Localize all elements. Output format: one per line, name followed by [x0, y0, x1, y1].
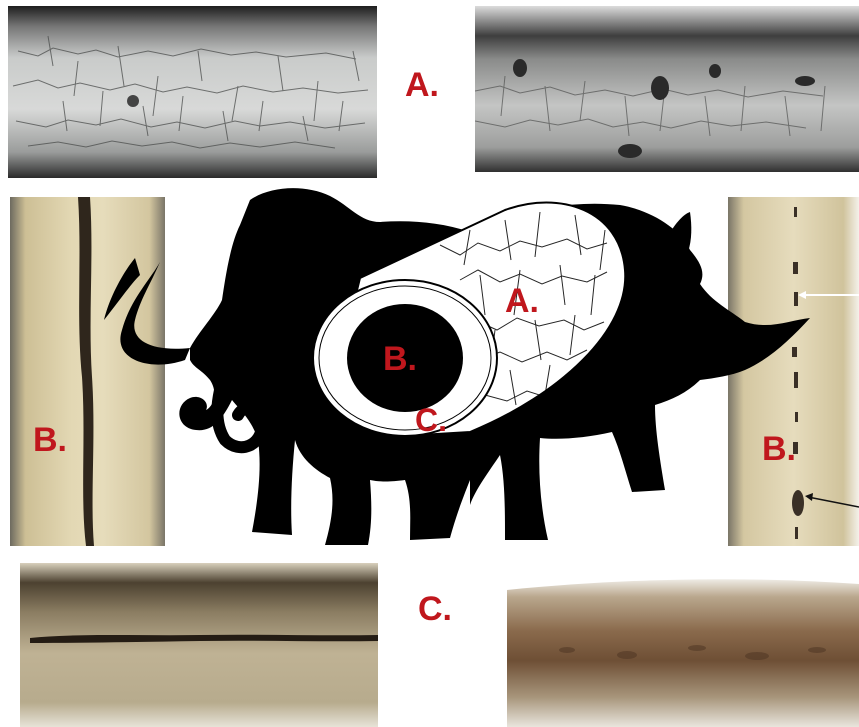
label-medulla-right: B.: [762, 432, 796, 466]
label-cortex-bottom: C.: [418, 592, 452, 626]
label-medulla-left: B.: [33, 423, 67, 457]
diagram-label-cuticle: A.: [505, 284, 539, 318]
diagram-label-cortex: C.: [415, 404, 447, 436]
central-diagram: [95, 180, 830, 560]
label-cuticle-top: A.: [405, 68, 439, 102]
micrograph-cuticle-right: [475, 6, 859, 172]
micrograph-cortex-right: [507, 570, 859, 727]
diagram-label-medulla: B.: [383, 342, 417, 376]
micrograph-cortex-left: [20, 563, 378, 727]
micrograph-cuticle-left: [8, 6, 377, 178]
